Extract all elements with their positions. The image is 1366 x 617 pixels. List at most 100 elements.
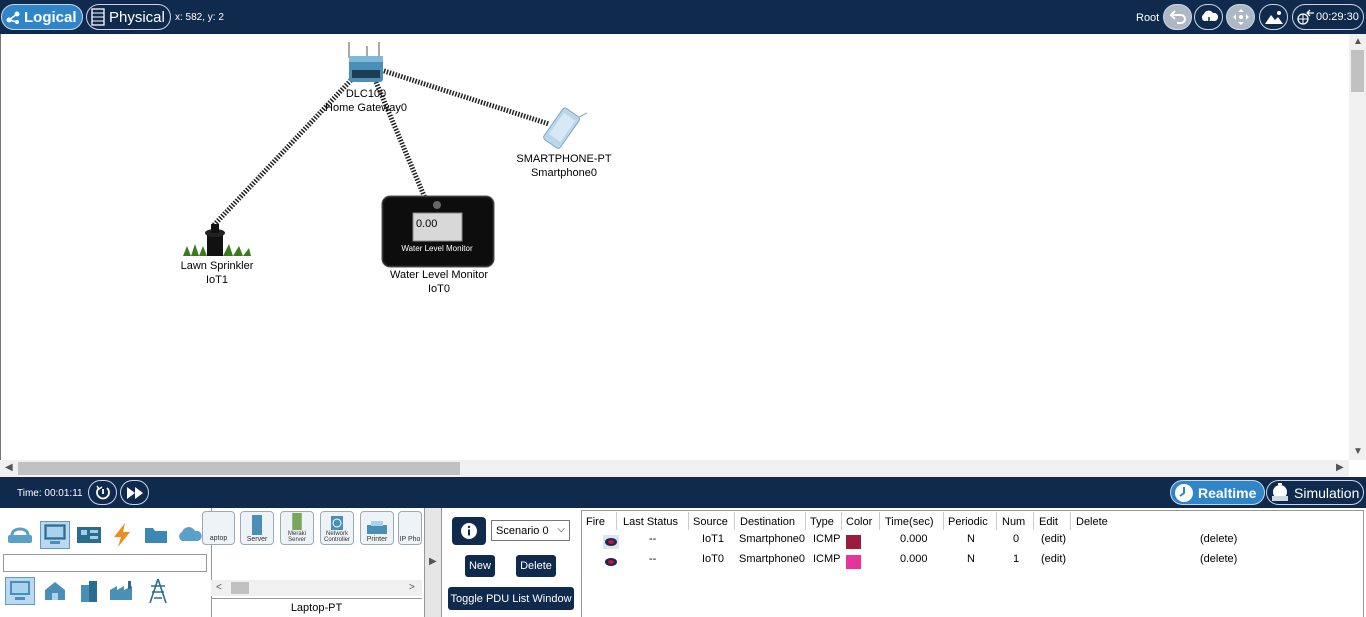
- end-devices-category[interactable]: [40, 521, 70, 549]
- fast-forward-button[interactable]: [120, 480, 149, 505]
- multiuser-category[interactable]: [175, 521, 205, 549]
- stopwatch-icon: [1272, 482, 1288, 501]
- row-color-swatch: [846, 535, 861, 549]
- move-object-button[interactable]: [1226, 4, 1255, 30]
- vertical-scrollbar[interactable]: ▲ ▼: [1349, 34, 1366, 460]
- logical-workspace[interactable]: 0.00 Water Level Monitor DLC100 Home Gat…: [0, 34, 1366, 477]
- power-tower-icon: [149, 578, 167, 604]
- device-tile-network-controller[interactable]: Network Controller: [320, 511, 354, 545]
- smartphone-model-label: SMARTPHONE-PT: [516, 153, 612, 165]
- connections-category[interactable]: [107, 521, 137, 549]
- expand-arrow-icon[interactable]: ▶: [429, 556, 437, 567]
- col-edit: Edit: [1039, 516, 1058, 528]
- device-tile-ip-phone[interactable]: IP Pho: [398, 511, 422, 545]
- row-edit-link[interactable]: (edit): [1041, 533, 1067, 545]
- row-edit-link[interactable]: (edit): [1041, 553, 1067, 565]
- miscellaneous-category[interactable]: [141, 521, 171, 549]
- water-monitor-reading: 0.00: [416, 218, 438, 230]
- panel-splitter[interactable]: ▶: [424, 508, 442, 617]
- device-list-scroll-thumb[interactable]: [231, 582, 249, 594]
- col-fire: Fire: [586, 516, 605, 528]
- house-icon: [45, 582, 65, 600]
- gateway-name-label: Home Gateway0: [325, 102, 407, 114]
- components-category[interactable]: [74, 521, 104, 549]
- power-grid-subcategory[interactable]: [143, 577, 173, 605]
- water-monitor-model-label: Water Level Monitor: [389, 269, 489, 281]
- row-source: IoT1: [702, 533, 725, 545]
- home-subcategory[interactable]: [40, 577, 70, 605]
- scenario-info-button[interactable]: [452, 517, 486, 545]
- fire-button[interactable]: [603, 535, 619, 549]
- col-destination: Destination: [740, 516, 796, 528]
- industrial-subcategory[interactable]: [107, 577, 137, 605]
- back-button[interactable]: [1163, 4, 1192, 30]
- scenario-selected-value: Scenario 0: [496, 524, 549, 537]
- smartphone-icon[interactable]: [542, 100, 588, 150]
- device-list-scrollbar[interactable]: < >: [211, 580, 422, 596]
- scroll-left-icon[interactable]: <: [216, 582, 222, 593]
- water-monitor-panel-text: Water Level Monitor: [401, 244, 473, 253]
- horizontal-scroll-thumb[interactable]: [18, 462, 460, 475]
- cluster-button[interactable]: [1194, 4, 1223, 30]
- rack-icon: [87, 8, 109, 26]
- realtime-mode-button[interactable]: Realtime: [1170, 480, 1265, 505]
- smart-city-subcategory[interactable]: [74, 577, 104, 605]
- building-icon: [81, 581, 97, 602]
- delete-scenario-button[interactable]: Delete: [516, 555, 556, 577]
- device-tile-meraki-server[interactable]: Meraki Server: [280, 511, 314, 545]
- root-breadcrumb[interactable]: Root: [1136, 12, 1160, 24]
- row-delete-link[interactable]: (delete): [1200, 553, 1238, 565]
- row-type: ICMP: [813, 553, 841, 565]
- fire-indicator-icon: [605, 558, 617, 566]
- top-toolbar: Logical Physical x: 582, y: 2 Root 00:29…: [0, 0, 1366, 34]
- simulation-mode-button[interactable]: Simulation: [1266, 480, 1364, 505]
- end-devices-subcategory[interactable]: [5, 577, 35, 605]
- vertical-scroll-thumb[interactable]: [1351, 50, 1364, 92]
- logical-view-button[interactable]: Logical: [1, 4, 83, 30]
- power-cycle-button[interactable]: [88, 480, 117, 505]
- col-periodic: Periodic: [948, 516, 988, 528]
- server-icon: [252, 515, 262, 535]
- fire-button[interactable]: [603, 555, 619, 569]
- water-level-monitor-icon[interactable]: [381, 195, 495, 268]
- elapsed-time: Time: 00:01:11: [17, 488, 83, 499]
- background-image-button[interactable]: [1259, 4, 1288, 30]
- physical-view-button[interactable]: Physical: [86, 4, 171, 30]
- toggle-pdu-list-button[interactable]: Toggle PDU List Window: [448, 587, 574, 610]
- device-tile-laptop[interactable]: aptop: [202, 511, 235, 545]
- scroll-up-icon[interactable]: ▲: [1353, 36, 1363, 47]
- row-type: ICMP: [813, 533, 841, 545]
- network-devices-category[interactable]: [5, 521, 35, 549]
- power-cycle-icon: [95, 485, 110, 499]
- col-source: Source: [693, 516, 728, 528]
- router-switch-icon: [8, 527, 32, 543]
- row-source: IoT0: [702, 553, 725, 565]
- lightning-icon: [114, 523, 130, 547]
- device-tile-printer[interactable]: Printer: [360, 511, 394, 545]
- network-controller-icon: [331, 516, 343, 530]
- clock-button[interactable]: 00:29:30: [1292, 4, 1364, 30]
- logical-network-icon: [2, 9, 24, 25]
- row-last-status: --: [649, 533, 657, 545]
- move-arrows-icon: [1232, 9, 1249, 25]
- row-destination: Smartphone0: [739, 533, 806, 545]
- smartphone-name-label: Smartphone0: [530, 167, 598, 179]
- lawn-sprinkler-icon[interactable]: [183, 224, 251, 256]
- gateway-model-label: DLC100: [345, 88, 387, 100]
- scroll-left-icon[interactable]: ◀: [5, 462, 13, 473]
- row-destination: Smartphone0: [739, 553, 806, 565]
- scroll-right-icon[interactable]: >: [409, 582, 415, 593]
- scroll-down-icon[interactable]: ▼: [1353, 446, 1363, 457]
- col-num: Num: [1002, 516, 1026, 528]
- scroll-right-icon[interactable]: ▶: [1336, 462, 1344, 473]
- horizontal-scrollbar[interactable]: ◀ ▶: [0, 460, 1349, 477]
- device-search-input[interactable]: [3, 554, 207, 572]
- scenario-select[interactable]: Scenario 0 ⌵: [491, 520, 570, 541]
- new-scenario-button[interactable]: New: [465, 555, 495, 577]
- home-gateway-icon[interactable]: [348, 42, 383, 82]
- folder-icon: [145, 528, 167, 543]
- row-delete-link[interactable]: (delete): [1200, 533, 1238, 545]
- sprinkler-model-label: Lawn Sprinkler: [180, 260, 254, 272]
- row-last-status: --: [649, 553, 657, 565]
- device-tile-server[interactable]: Server: [240, 511, 274, 545]
